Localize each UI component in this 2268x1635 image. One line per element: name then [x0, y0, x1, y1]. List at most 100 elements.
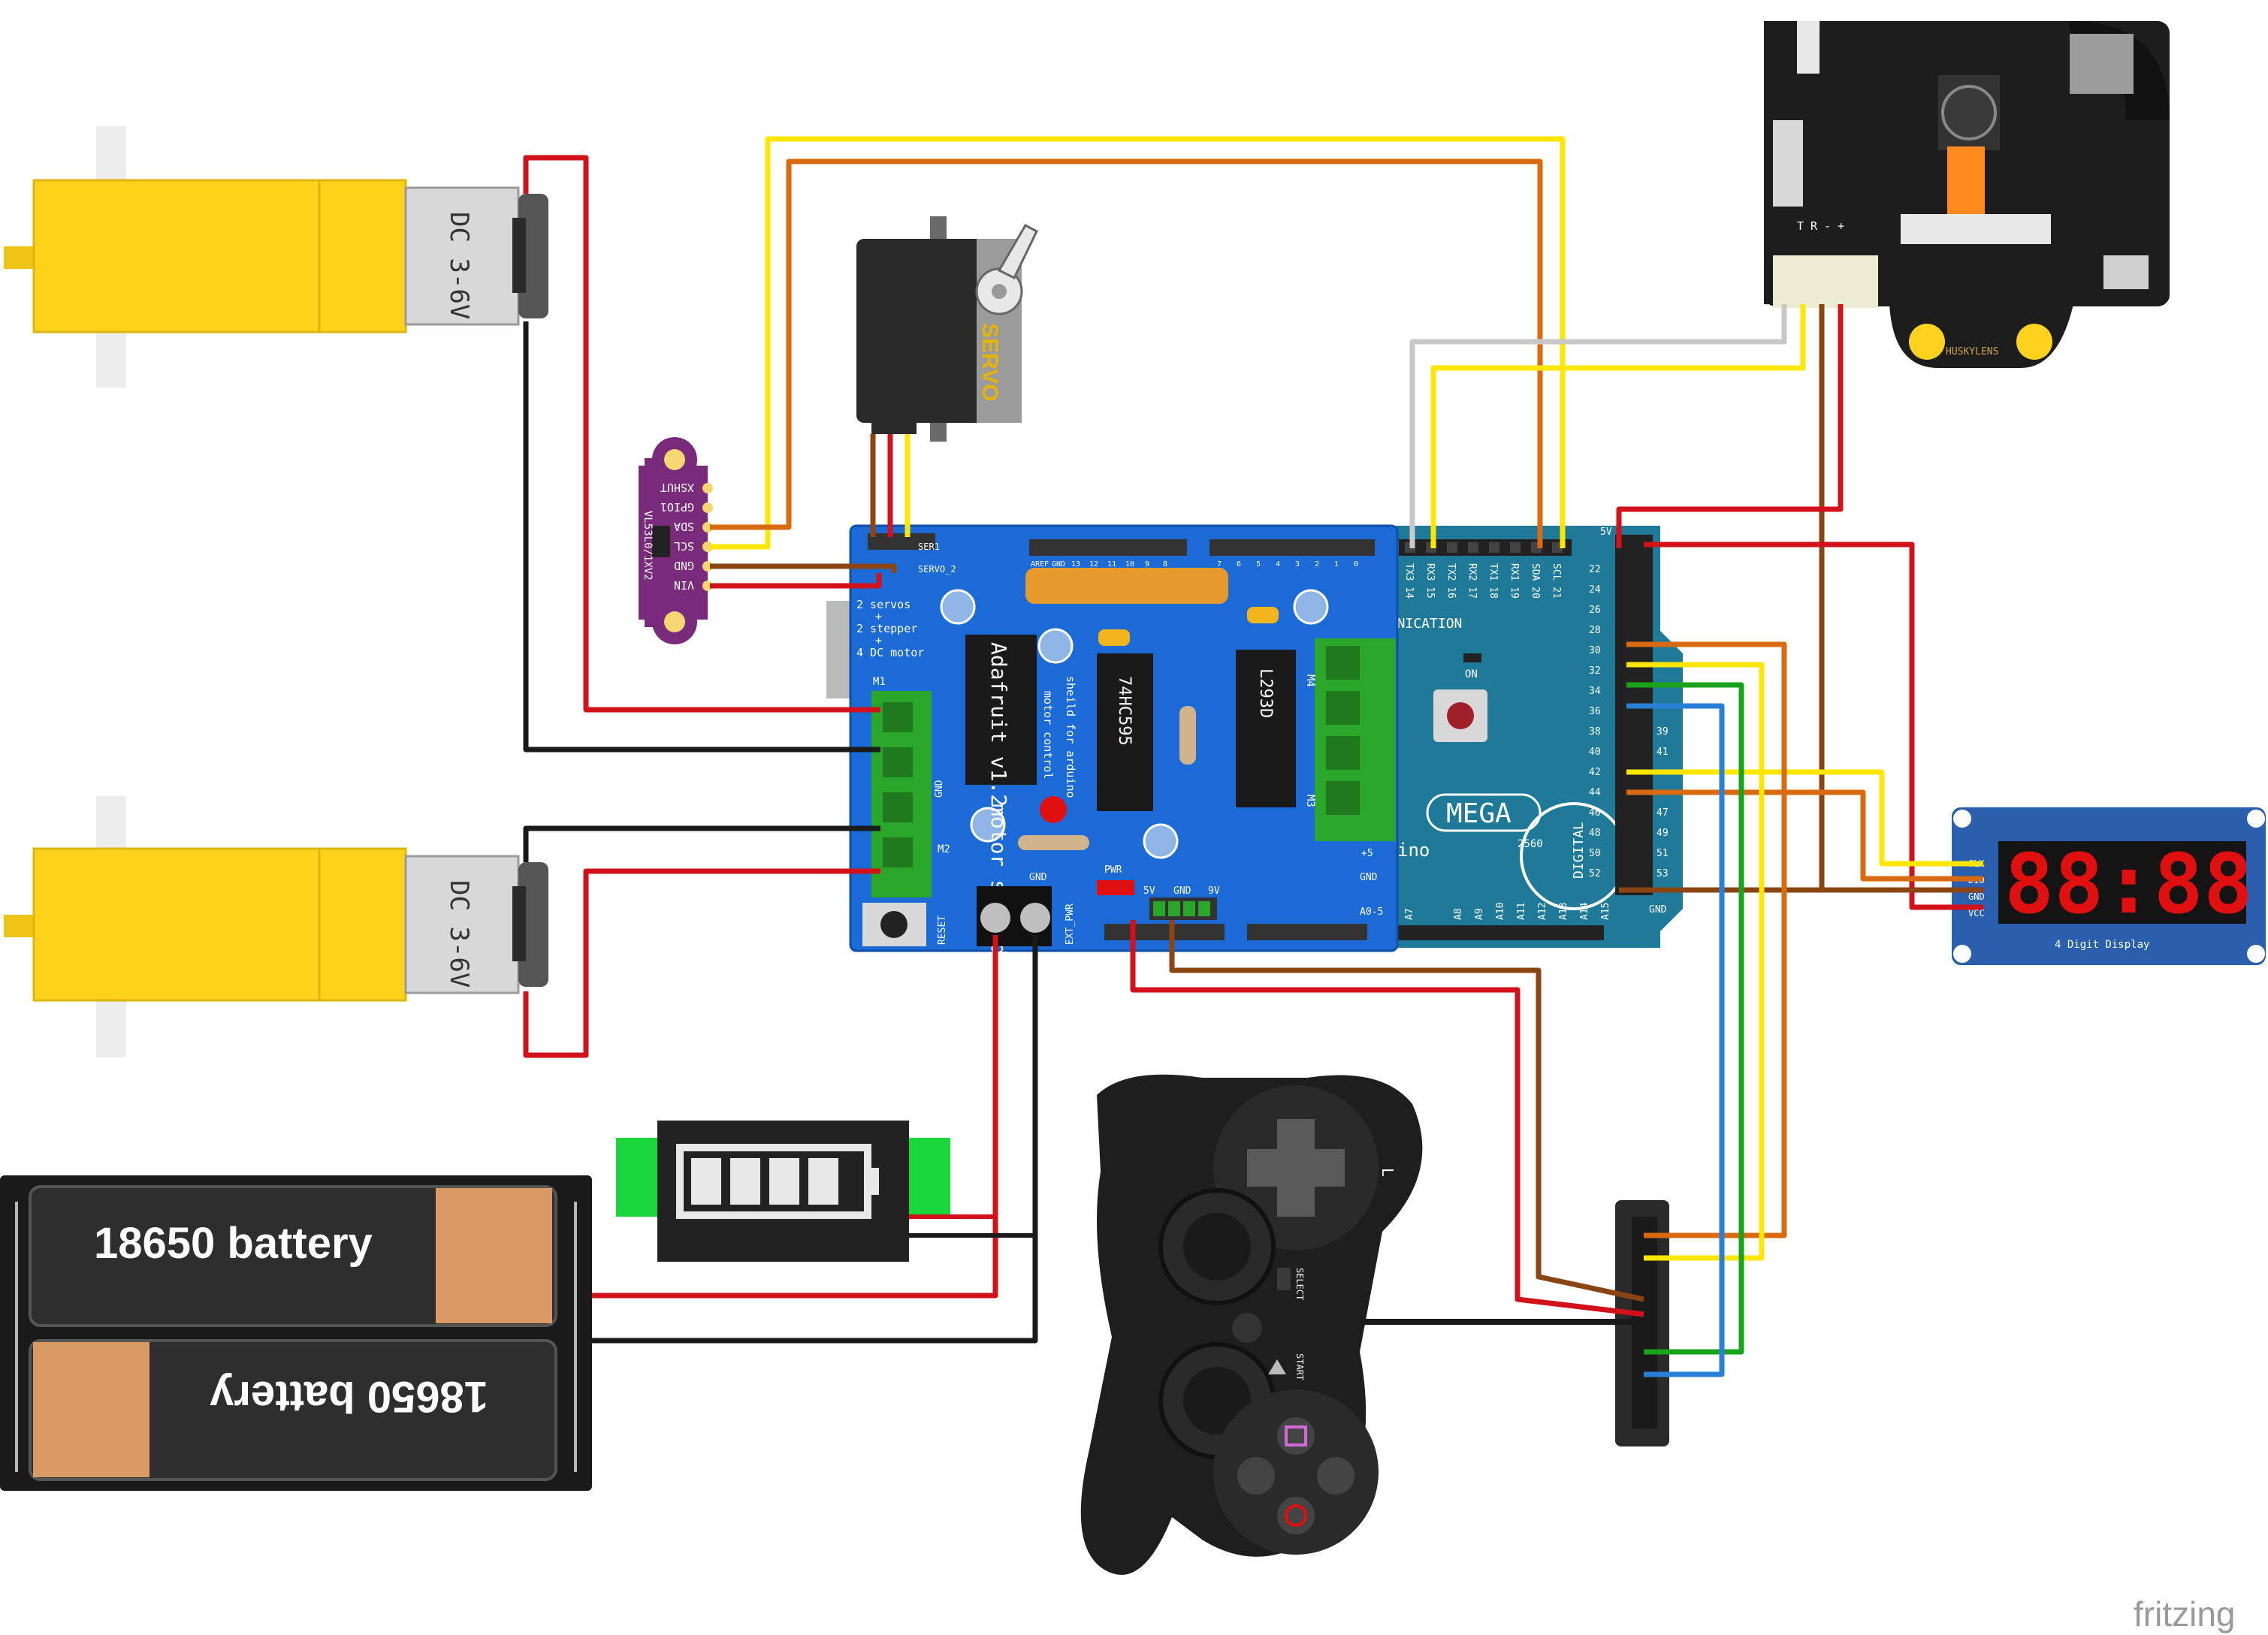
shield-gnd-top: GND [1029, 872, 1047, 883]
shield-header-label: 4 [1276, 560, 1280, 569]
display-label: 4 Digit Display [2055, 939, 2149, 951]
mega-comm-pin: SDA 20 [1530, 563, 1541, 599]
shield-plus5: +5 [1361, 848, 1373, 859]
mega-pin-label: 40 [1589, 747, 1601, 758]
mega-pin-label: 46 [1589, 807, 1601, 819]
shield-gnd-right: GND [1360, 872, 1378, 883]
controller-r: R [1379, 1472, 1397, 1482]
mega-pin-label: 24 [1589, 584, 1601, 596]
mega-analog-label: A10 [1495, 903, 1506, 920]
mega-bottom-gnd: GND [1649, 904, 1667, 916]
mega-analog-label: A11 [1516, 903, 1527, 920]
servo-motor: SERVO [856, 216, 1038, 442]
shield-servo1: SER1 [918, 541, 940, 552]
tof-title: VL53L0/1XV2 [642, 511, 654, 581]
shield-header-label: 1 [1334, 560, 1339, 569]
shield-header-label: 5 [1256, 560, 1261, 569]
mega-analog-label: A7 [1404, 908, 1415, 920]
mega-pin-label: 49 [1656, 828, 1669, 839]
controller-select: SELECT [1294, 1268, 1305, 1300]
mega-comm-pin: RX3 15 [1424, 563, 1436, 599]
mega-analog-label: A8 [1453, 908, 1464, 920]
shield-m3: M3 [1304, 795, 1316, 807]
mega-analog-header: A7 A8 A9 A10 A11 A12 A13 A14 A15 [1386, 902, 1611, 940]
mega-pin-label: 48 [1589, 828, 1601, 839]
mega-on-label: ON [1465, 668, 1478, 680]
mega-pin-label: 52 [1589, 868, 1601, 879]
display-digits: 88:88 [2004, 836, 2253, 932]
motor-shield-board: SER1 SERVO_2 2 servos + 2 stepper + 4 DC… [849, 524, 1399, 955]
shield-reset: RESET [937, 916, 948, 945]
mega-analog-label: A14 [1579, 902, 1590, 920]
mega-analog-label: A9 [1474, 908, 1485, 920]
mega-pin-label: 47 [1656, 807, 1669, 819]
shield-feature: 4 DC motor [856, 646, 924, 659]
shield-header-label: 6 [1237, 560, 1241, 569]
tof-pin-label: SCL [674, 539, 694, 553]
shield-header-label: 3 [1295, 560, 1300, 569]
shield-servo2: SERVO_2 [918, 564, 956, 575]
shield-note2: sheild for arduino [1064, 676, 1077, 798]
shield-feature: 2 servos [856, 598, 911, 611]
shield-m2: M2 [938, 843, 950, 855]
shield-header-label: 2 [1315, 560, 1319, 569]
shield-header-label: AREF [1031, 560, 1049, 569]
motor-top-label: DC 3-6V [444, 212, 474, 319]
mega-pin-label: 36 [1589, 706, 1601, 717]
mega-comm-pin: TX2 16 [1445, 563, 1457, 599]
tof-pins: XSHUT GPIO1 SDA SCL GND VIN [660, 481, 713, 592]
shield-a05: A0-5 [1360, 906, 1383, 918]
dc-motor-top: DC 3-6V [4, 126, 548, 388]
wires [523, 136, 1983, 1377]
battery-holder: 18650 battery 18650 battery [0, 1175, 592, 1491]
four-digit-display: 88:88 4 Digit Display CLK DIO GND VCC [1952, 807, 2266, 965]
mega-comm-pin: TX1 18 [1487, 563, 1499, 599]
mega-communication: MUNICATION [1381, 616, 1462, 632]
mega-pin-label: 26 [1589, 605, 1601, 616]
shield-header-label: GND [1052, 560, 1065, 569]
motor-bottom-label: DC 3-6V [444, 880, 474, 988]
tof-pin-label: XSHUT [660, 481, 694, 494]
shield-header-label: 12 [1089, 560, 1098, 569]
shield-gnd-bottom: GND [1173, 885, 1191, 897]
mega-uino: ino [1397, 840, 1430, 861]
display-pin: VCC [1968, 908, 1985, 919]
shield-9v: 9V [1208, 885, 1220, 897]
mega-pin-label: 51 [1656, 848, 1669, 859]
mega-analog-label: A13 [1558, 903, 1569, 920]
shield-name: Adafruit v1.2 [986, 642, 1011, 807]
shield-gnd-side: GND [934, 780, 945, 798]
mega-pin-label: 41 [1656, 747, 1669, 758]
mega-comm-pin: RX1 19 [1508, 563, 1520, 599]
shield-header-label: 13 [1071, 560, 1080, 569]
mega-pin-label: 53 [1656, 868, 1669, 879]
dc-motor-bottom: DC 3-6V [4, 796, 548, 1057]
display-pin: GND [1968, 891, 1985, 902]
mega-pin-label: 30 [1589, 645, 1601, 656]
mega-model: 2560 [1518, 838, 1543, 850]
shield-header-label: 7 [1217, 560, 1222, 569]
shield-ext-pwr: EXT_PWR [1065, 903, 1076, 945]
shield-feature: 2 stepper [856, 622, 917, 635]
shield-m1: M1 [873, 676, 886, 688]
tof-pin-label: GND [674, 559, 694, 572]
shield-header-label: 11 [1107, 560, 1116, 569]
shield-header-label: 0 [1354, 560, 1358, 569]
mega-pin-label: 50 [1589, 848, 1601, 859]
tof-pin-label: SDA [674, 520, 694, 533]
tof-pin-label: GPIO1 [660, 500, 694, 514]
mega-pin-label: 39 [1656, 726, 1669, 738]
mega-pin-label: 32 [1589, 665, 1601, 677]
huskylens-pins: T R - + [1797, 219, 1844, 233]
battery-label-bottom: 18650 battery [210, 1372, 488, 1421]
mega-analog-label: A12 [1537, 903, 1548, 920]
mega-brand: MEGA [1446, 798, 1511, 829]
mega-digital: DIGITAL [1571, 822, 1587, 879]
tof-sensor-board: VL53L0/1XV2 XSHUT GPIO1 SDA SCL GND VIN [639, 437, 713, 644]
shield-header-label: 10 [1125, 560, 1134, 569]
mega-pin-label: 38 [1589, 726, 1601, 738]
shield-m4: M4 [1304, 674, 1316, 687]
mega-pin-label: 28 [1589, 625, 1601, 636]
mega-comm-pin: RX2 17 [1466, 563, 1478, 599]
